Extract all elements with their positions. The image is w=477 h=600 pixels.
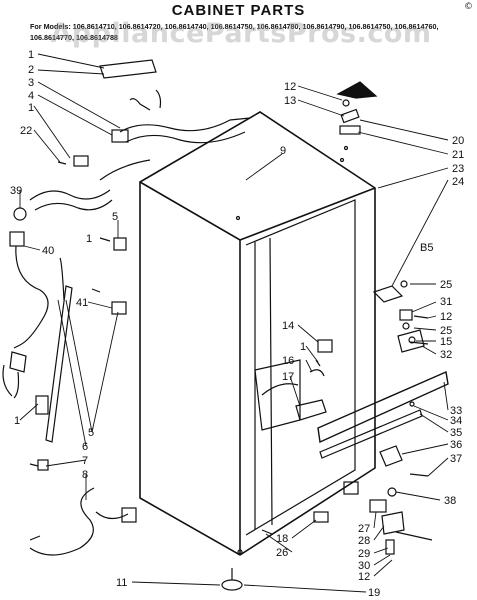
copyright-mark: © xyxy=(464,2,473,12)
callout-35: 35 xyxy=(450,427,462,439)
callout-7: 7 xyxy=(82,455,88,467)
callout-18: 18 xyxy=(276,533,288,545)
callout-41: 41 xyxy=(76,297,88,309)
callout-12: 12 xyxy=(358,571,370,583)
callout-3: 3 xyxy=(28,77,34,89)
callout-25: 25 xyxy=(440,325,452,337)
callout-30: 30 xyxy=(358,560,370,572)
callout-2: 2 xyxy=(28,64,34,76)
callout-13: 13 xyxy=(284,95,296,107)
callout-16: 16 xyxy=(282,355,294,367)
callout-12: 12 xyxy=(284,81,296,93)
bottom-hinge-group xyxy=(369,487,433,555)
section-code: B5 xyxy=(420,242,433,254)
callout-25: 25 xyxy=(440,279,452,291)
callout-5: 5 xyxy=(88,427,94,439)
callout-1: 1 xyxy=(14,415,20,427)
callout-36: 36 xyxy=(450,439,462,451)
callout-28: 28 xyxy=(358,535,370,547)
callout-4: 4 xyxy=(28,90,34,102)
page-title: CABINET PARTS xyxy=(171,2,306,19)
callout-24: 24 xyxy=(452,176,464,188)
callout-1: 1 xyxy=(28,102,34,114)
callout-22: 22 xyxy=(20,125,32,137)
callout-39: 39 xyxy=(10,185,22,197)
callout-1: 1 xyxy=(300,341,306,353)
center-brackets xyxy=(295,339,333,421)
callout-19: 19 xyxy=(368,587,380,599)
callout-20: 20 xyxy=(452,135,464,147)
top-hinge xyxy=(336,81,378,135)
callout-11: 11 xyxy=(116,577,127,589)
callout-33: 33 xyxy=(450,405,462,417)
callout-labels: 1 2 3 4 1 22 39 40 5 1 41 1 5 6 7 8 11 9… xyxy=(10,49,464,599)
leader-lines xyxy=(19,53,449,593)
callout-14: 14 xyxy=(282,320,294,332)
model-list: For Models: 106.8614710, 106.8614720, 10… xyxy=(30,22,439,42)
callout-32: 32 xyxy=(440,349,452,361)
callout-12: 12 xyxy=(440,311,452,323)
callout-26: 26 xyxy=(276,547,288,559)
drain-tube xyxy=(29,257,137,556)
callout-23: 23 xyxy=(452,163,464,175)
callout-1: 1 xyxy=(86,233,92,245)
clips-and-screws xyxy=(29,237,127,467)
bottom-rail xyxy=(317,370,449,477)
callout-40: 40 xyxy=(42,245,54,257)
callout-17: 17 xyxy=(282,371,294,383)
leveling-leg xyxy=(221,481,359,591)
callout-21: 21 xyxy=(452,149,464,161)
callout-38: 38 xyxy=(444,495,456,507)
callout-9: 9 xyxy=(280,145,286,157)
callout-37: 37 xyxy=(450,453,462,465)
callout-31: 31 xyxy=(440,296,452,308)
callout-5: 5 xyxy=(112,211,118,223)
callout-8: 8 xyxy=(82,469,88,481)
callout-15: 15 xyxy=(440,336,452,348)
cabinet-body xyxy=(139,111,376,556)
callout-29: 29 xyxy=(358,548,370,560)
callout-34: 34 xyxy=(450,415,462,427)
right-hinge-group xyxy=(372,280,429,353)
callout-1: 1 xyxy=(28,49,34,61)
callout-27: 27 xyxy=(358,523,370,535)
callout-6: 6 xyxy=(82,441,88,453)
